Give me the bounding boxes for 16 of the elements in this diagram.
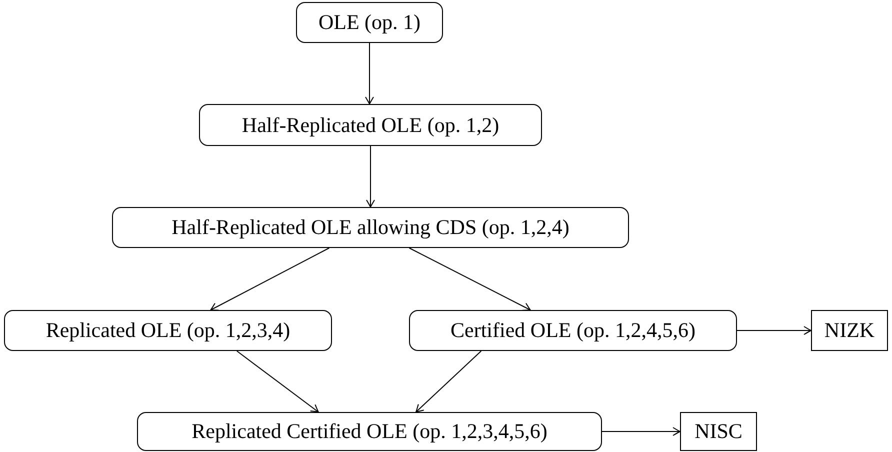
node-label: Replicated Certified OLE (op. 1,2,3,4,5,6): [192, 419, 548, 444]
node-label: OLE (op. 1): [318, 10, 421, 35]
node-label: Replicated OLE (op. 1,2,3,4): [46, 318, 290, 343]
rounded-box: [296, 2, 443, 43]
rounded-box: [112, 207, 629, 248]
rounded-box: [137, 412, 602, 451]
node-label: Half-Replicated OLE (op. 1,2): [242, 112, 500, 138]
node-label: Half-Replicated OLE allowing CDS (op. 1,2,4): [172, 215, 570, 240]
node-label: NISC: [694, 419, 742, 444]
rounded-box: [4, 310, 332, 351]
rounded-box: [199, 104, 542, 146]
node-label: NIZK: [824, 318, 875, 343]
rounded-box: [409, 310, 737, 351]
node-label: Certified OLE (op. 1,2,4,5,6): [450, 318, 696, 343]
box: [680, 412, 757, 451]
box: [811, 310, 888, 351]
